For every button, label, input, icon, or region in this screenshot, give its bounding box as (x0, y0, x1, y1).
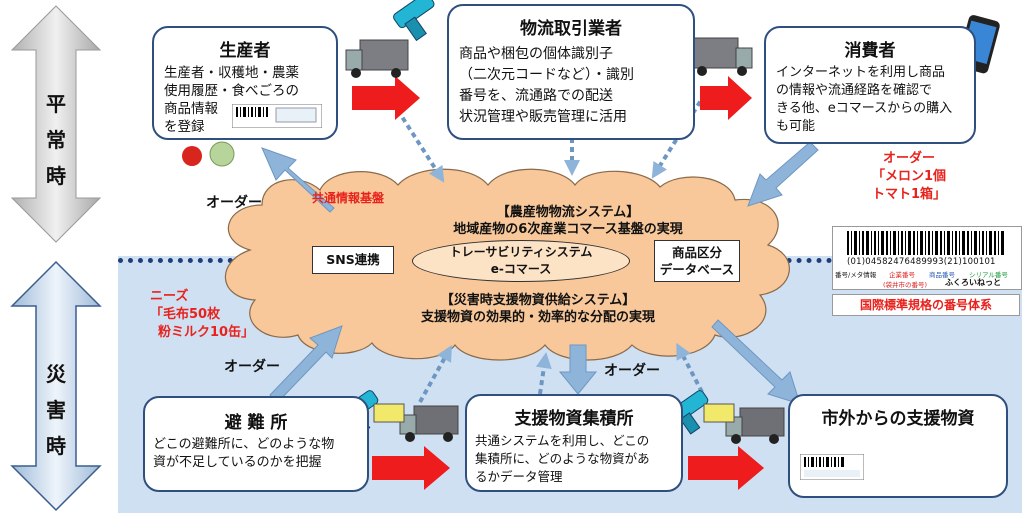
scanner-icon (393, 0, 435, 42)
order-label-bottom-left: オーダー (224, 359, 280, 375)
truck-icon (689, 37, 753, 76)
barcode-label-company: 企業番号 (889, 271, 915, 279)
order-label-top-left: オーダー (206, 195, 262, 211)
arrow-cloud-to-hub (558, 344, 598, 395)
red-arrow-producer-to-logistics (352, 76, 420, 120)
logistics-body: 商品や梱包の個体識別子（二次元コードなど）・識別番号を、流通路での配送状況管理や… (459, 46, 634, 125)
shelter-box: 避 難 所 どこの避難所に、どのような物資が不足しているのかを把握 (143, 396, 369, 492)
dashed-shelter-truck-to-cloud (418, 345, 452, 403)
barcode-label-serial: シリアル番号 (969, 271, 1008, 279)
disaster-system-title: 【災害時支援物資供給システム】 (440, 293, 636, 308)
arrow-cloud-to-outside (711, 319, 801, 405)
hub-body: 共通システムを利用し、どこの集積所に、どのような物資があるかデータ管理 (475, 433, 650, 484)
barcode-label-meta: 番号/メタ情報 (835, 271, 877, 279)
disaster-label: 災害時 (46, 362, 66, 458)
barcode-digits: (01)04582476489993(21)100101 (847, 257, 996, 267)
producer-barcode-label (232, 104, 322, 128)
melon-icon (209, 141, 235, 167)
outside-supplies-box: 市外からの支援物資 (788, 394, 1008, 498)
truck-icon (399, 405, 459, 442)
disaster-system-block: 【災害時支援物資供給システム】 支援物資の効果的・効率的な分配の実現 (368, 292, 708, 326)
agri-system-block: 【農産物物流システム】 地域産物の6次産業コマース基盤の実現 (378, 204, 758, 238)
category-database-box: 商品区分 データベース (654, 240, 740, 282)
barcode-caption: 国際標準規格の番号体系 (832, 294, 1020, 316)
outside-supplies-title: 市外からの支援物資 (821, 409, 975, 429)
tomato-icon (182, 146, 202, 166)
hub-title: 支援物資集積所 (514, 409, 634, 429)
dashed-producer-truck-to-cloud (386, 93, 445, 183)
truck-icon (345, 39, 409, 78)
barcode-graphic (847, 231, 1004, 255)
consumer-order-callout: オーダー 「メロン1個 トマト1箱」 (872, 151, 947, 202)
arrow-shelter-to-cloud (269, 325, 343, 403)
arrow-consumer-to-cloud (747, 141, 819, 207)
barcode-brand: ふくろいねっと (945, 278, 1001, 287)
agri-system-desc: 地域産物の6次産業コマース基盤の実現 (453, 222, 683, 237)
outside-barcode-label (800, 454, 864, 480)
producer-box: 生産者 生産者・収穫地・農薬使用履歴・食べごろの商品情報を登録 (152, 26, 338, 140)
consumer-body: インターネットを利用し商品の情報や流通経路を確認できる他、eコマースからの購入も… (776, 65, 953, 134)
needs-callout: ニーズ 「毛布50枚 粉ミルク10缶」 (150, 289, 255, 340)
barcode-panel: (01)04582476489993(21)100101 番号/メタ情報 企業番… (832, 226, 1022, 290)
dashed-hub-to-cloud (535, 352, 552, 395)
logistics-box: 物流取引業者 商品や梱包の個体識別子（二次元コードなど）・識別番号を、流通路での… (447, 4, 695, 140)
shelter-body: どこの避難所に、どのような物資が不足しているのかを把握 (153, 437, 335, 470)
dashed-hub-truck-to-cloud (676, 342, 704, 393)
red-arrow-logistics-to-consumer (700, 76, 752, 120)
producer-title: 生産者 (219, 41, 271, 61)
disaster-double-arrow (10, 260, 102, 512)
traceability-ellipse: トレーサビリティシステム e-コマース (412, 240, 630, 282)
barcode-sub-label: (袋井市の番号) (883, 281, 928, 289)
barcode-tag-icon (373, 403, 735, 423)
red-arrow-hub-to-outside (688, 446, 764, 490)
common-platform-label: 共通情報基盤 (312, 191, 385, 205)
shelter-title: 避 難 所 (224, 413, 288, 433)
truck-icon (725, 407, 785, 444)
side-arrows (10, 5, 102, 512)
order-label-bottom-center: オーダー (604, 363, 660, 379)
agri-system-title: 【農産物物流システム】 (496, 205, 640, 220)
normal-label: 平常時 (46, 92, 66, 188)
consumer-box: 消費者 インターネットを利用し商品の情報や流通経路を確認できる他、eコマースから… (764, 26, 976, 144)
sns-box: SNS連携 (312, 246, 394, 274)
hub-box: 支援物資集積所 共通システムを利用し、どこの集積所に、どのような物資があるかデー… (465, 394, 683, 492)
arrow-cloud-to-producer (261, 147, 335, 213)
disaster-system-desc: 支援物資の効果的・効率的な分配の実現 (420, 310, 655, 325)
producer-body: 生産者・収穫地・農薬使用履歴・食べごろの商品情報を登録 (164, 65, 299, 135)
normal-double-arrow (10, 5, 102, 243)
logistics-title: 物流取引業者 (520, 19, 622, 39)
consumer-title: 消費者 (844, 41, 896, 61)
barcode-label-product: 商品番号 (929, 271, 955, 279)
red-arrow-shelter-to-hub (372, 446, 450, 490)
